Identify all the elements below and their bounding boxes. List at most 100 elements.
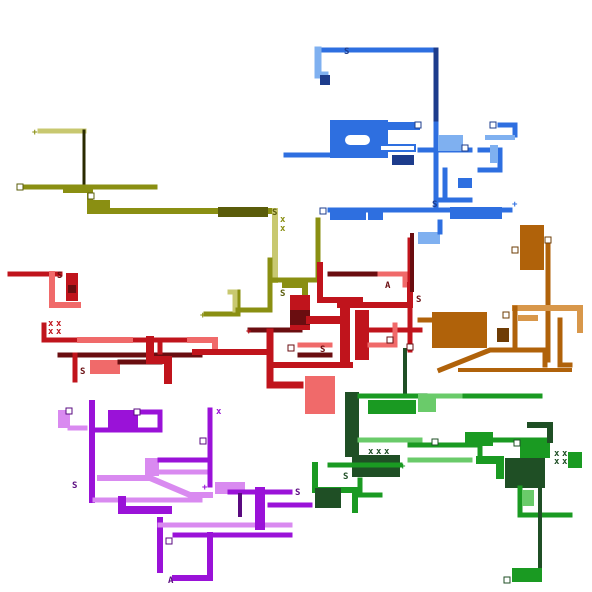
green-dark-pipe-1: [527, 422, 553, 443]
orange-light-pipe-1: [512, 305, 583, 333]
blocked-marker: x: [554, 457, 560, 467]
purple-pipe-6: [118, 496, 172, 514]
start-marker[interactable]: S: [320, 345, 325, 355]
start-marker[interactable]: S: [416, 295, 421, 305]
node-marker: [65, 407, 73, 415]
node-marker: [489, 121, 497, 129]
start-marker[interactable]: S: [272, 208, 277, 218]
blocked-marker: x: [56, 327, 62, 337]
start-marker[interactable]: S: [80, 367, 85, 377]
node-marker: [133, 408, 141, 416]
blocked-marker: x: [562, 449, 568, 459]
red-block-3: [355, 310, 369, 360]
node-marker: [513, 439, 521, 447]
red-light-room-1: [90, 360, 120, 374]
start-marker[interactable]: S: [344, 47, 349, 57]
blue-wall: [388, 122, 420, 130]
blocked-marker: x: [554, 449, 560, 459]
region-orange: [417, 225, 583, 374]
node-marker: [461, 144, 469, 152]
blue-block-3: [458, 178, 472, 188]
node-markers: [16, 121, 552, 584]
red-light-pipe-1: [49, 271, 81, 308]
red-light-pipe-4: [377, 271, 408, 288]
blocked-marker: x: [48, 327, 54, 337]
node-marker: [414, 121, 422, 129]
node-marker: [87, 192, 95, 200]
orange-room-2: [432, 312, 487, 348]
start-marker[interactable]: S: [72, 481, 77, 491]
red-dark-block-2: [290, 310, 310, 325]
red-dark-block-1: [68, 285, 76, 293]
node-marker: [165, 537, 173, 545]
node-marker: [544, 236, 552, 244]
node-marker: [503, 576, 511, 584]
node-marker: [431, 438, 439, 446]
blocked-marker: x: [280, 224, 286, 234]
green-block-1: [568, 452, 582, 468]
goal-marker[interactable]: A: [385, 281, 391, 291]
blue-light-room: [418, 232, 440, 244]
node-marker: [287, 344, 295, 352]
orange-pipe-5: [557, 317, 573, 368]
green-dark-room-3: [505, 458, 545, 488]
blue-floor-3: [450, 207, 502, 219]
green-pipe-4: [357, 477, 383, 498]
junction-marker: +: [246, 327, 252, 337]
node-marker: [502, 311, 510, 319]
region-blue: [283, 46, 518, 244]
red-light-pipe-5: [367, 322, 398, 348]
purple-light-block-2: [145, 458, 159, 476]
blue-pipes: [283, 47, 518, 213]
olive-light-pipe-3: [227, 289, 238, 313]
red-light-room-2: [305, 376, 335, 414]
orange-room-1: [520, 225, 544, 270]
olive-block: [90, 200, 110, 212]
markers: S S S S S S S S S S S A A x x x x x x x …: [32, 47, 568, 586]
blue-hollow: [379, 144, 416, 152]
start-marker[interactable]: S: [57, 271, 62, 281]
olive-pipe-6: [282, 282, 308, 298]
blue-light-strip-2: [490, 145, 498, 163]
junction-marker: +: [202, 483, 208, 493]
blue-light-strip: [485, 135, 515, 140]
green-room-1: [368, 400, 416, 414]
start-marker[interactable]: S: [432, 200, 437, 210]
orange-pipe-6: [436, 347, 523, 374]
region-red: [7, 233, 423, 414]
start-marker[interactable]: S: [295, 488, 300, 498]
blue-room-opening: [345, 135, 370, 145]
green-room-3: [520, 440, 550, 458]
orange-dark-block: [497, 328, 509, 342]
green-dark-room-2: [315, 488, 341, 508]
node-marker: [16, 183, 24, 191]
start-marker[interactable]: S: [343, 472, 348, 482]
junction-marker: +: [200, 311, 206, 321]
node-marker: [199, 437, 207, 445]
green-room-2: [465, 432, 493, 446]
node-marker: [319, 207, 327, 215]
green-pipe-6: [476, 456, 504, 479]
blocked-marker: x: [384, 447, 390, 457]
olive-dark-block: [218, 207, 268, 217]
start-marker[interactable]: S: [280, 289, 285, 299]
region-green: [312, 348, 582, 582]
red-pipe-4: [146, 336, 172, 384]
orange-light-block: [518, 315, 538, 321]
node-marker: [386, 336, 394, 344]
goal-marker[interactable]: A: [168, 576, 174, 586]
purple-pipe-3: [135, 409, 163, 433]
blocked-marker: x: [376, 447, 382, 457]
junction-marker: +: [400, 462, 406, 472]
blue-block: [320, 75, 330, 85]
green-light-block-2: [522, 490, 534, 506]
olive-pipe-5: [235, 257, 273, 313]
purple-room-1: [108, 410, 138, 428]
purple-pipe-9: [172, 532, 213, 581]
blue-floor-2: [368, 208, 383, 220]
blocked-marker: x: [368, 447, 374, 457]
blocked-marker: x: [562, 457, 568, 467]
region-olive: [17, 128, 321, 317]
blocked-marker: x: [216, 407, 222, 417]
